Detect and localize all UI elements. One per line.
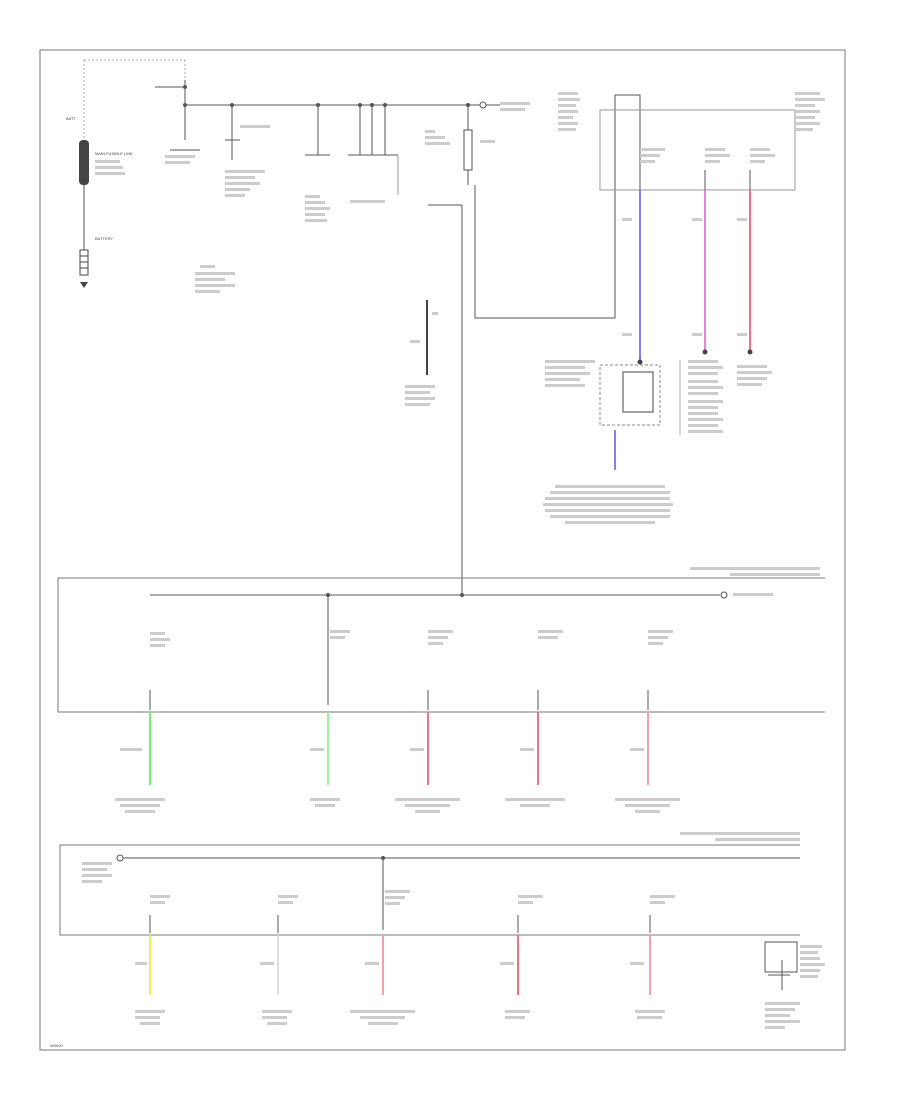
reference-code: W0000 <box>50 1043 63 1048</box>
top-bus <box>155 80 580 293</box>
battery-section: BATT MAIN FUSIBLE LINK BATTERY <box>66 59 186 288</box>
batt-label: BATT <box>66 116 76 121</box>
middle-fuse-box <box>57 567 825 813</box>
center-feed <box>405 204 463 595</box>
battery-label: BATTERY <box>95 236 113 241</box>
lower-fuse-box <box>59 832 800 1025</box>
fuse-symbol <box>463 129 473 171</box>
module-box <box>543 360 772 524</box>
engine-relay-box <box>474 92 825 365</box>
bottom-right-relay <box>764 941 825 1029</box>
main-fusible-link-label: MAIN FUSIBLE LINK <box>95 151 133 156</box>
ground-icon <box>80 282 88 288</box>
main-fusible-link-symbol <box>79 140 89 185</box>
diagram-border <box>39 49 846 1051</box>
